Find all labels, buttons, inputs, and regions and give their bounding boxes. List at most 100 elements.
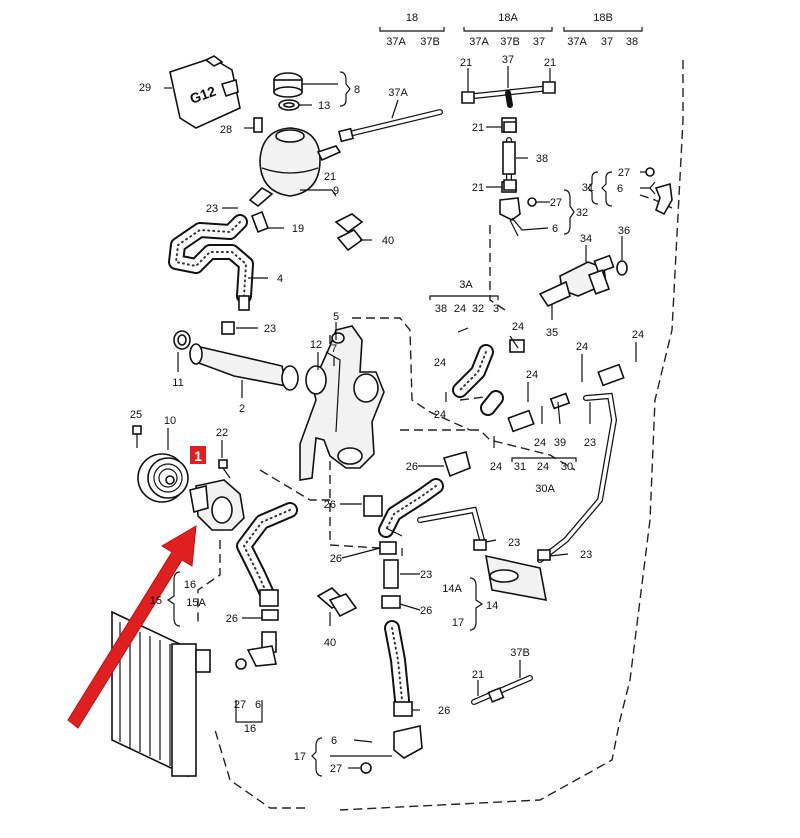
callout-numbers: 29 8 13 28 9 21 23 19 40 37A 21 37 21 21…	[130, 54, 644, 775]
callout: 37A	[388, 87, 408, 99]
callout: 25	[130, 409, 142, 421]
header-sub-label: 37B	[420, 36, 440, 48]
highlight-badge	[190, 446, 206, 464]
callout: 28	[220, 124, 232, 136]
callout: 24	[490, 461, 502, 473]
header-sub-label: 37A	[469, 36, 489, 48]
radiator	[111, 610, 211, 778]
header-group-18: 18 37A 37B	[379, 12, 445, 48]
callout: 6	[255, 699, 261, 711]
callout: 24	[534, 437, 546, 449]
callout: 27	[234, 699, 246, 711]
callout: 2	[239, 403, 245, 415]
group-3A: 3A 38 24 32 3	[435, 279, 499, 315]
callout: 13	[318, 100, 330, 112]
callout: 10	[164, 415, 176, 427]
callout: 17	[294, 751, 306, 763]
heat-exchanger	[473, 539, 551, 601]
callout: 5	[333, 311, 339, 323]
callout: 35	[546, 327, 558, 339]
highlight-arrow	[67, 525, 197, 729]
header-group-18A: 18A 37A 37B 37	[463, 12, 553, 48]
group-sub-label: 30	[561, 461, 573, 473]
callout: 38	[536, 153, 548, 165]
callout: 6	[331, 735, 337, 747]
hose-4	[168, 214, 254, 311]
callout: 14A	[442, 583, 462, 595]
group-sub-label: 38	[435, 303, 447, 315]
callout: 26	[420, 605, 432, 617]
header-group-18B: 18B 37A 37 38	[563, 12, 643, 48]
hose-17	[384, 620, 413, 717]
callout: 27	[330, 763, 342, 775]
callout: 15	[150, 595, 162, 607]
callout: 19	[292, 223, 304, 235]
callout: 14	[486, 600, 498, 612]
callout: 27	[550, 197, 562, 209]
callout: 24	[512, 321, 524, 333]
callout: 23	[420, 569, 432, 581]
group-label: 3A	[459, 279, 473, 291]
callout: 39	[554, 437, 566, 449]
header-sub-label: 37	[601, 36, 613, 48]
callout: 16	[184, 579, 196, 591]
callout: 11	[172, 377, 183, 389]
reservoir-cap	[273, 72, 303, 111]
group-sub-label: 24	[537, 461, 549, 473]
header-sub-label: 37A	[386, 36, 406, 48]
hose-37B	[471, 675, 533, 705]
callout: 26	[330, 553, 342, 565]
header-sub-label: 37A	[567, 36, 587, 48]
callout: 22	[216, 427, 228, 439]
group-sub-label: 3	[493, 303, 499, 315]
callout: 21	[472, 669, 484, 681]
clip-40-upper	[334, 213, 364, 252]
expansion-tank	[248, 117, 342, 208]
hose-37A	[337, 109, 443, 143]
callout: 21	[472, 182, 484, 194]
bolt-25	[132, 425, 142, 448]
coolant-pipe-2	[173, 321, 299, 391]
callout: 7	[331, 343, 337, 355]
red-arrow-icon	[67, 525, 197, 729]
callout: 26	[406, 461, 418, 473]
header-sub-label: 37	[533, 36, 545, 48]
callout: 40	[382, 235, 394, 247]
callout: 34	[580, 233, 592, 245]
callout: 40	[324, 637, 336, 649]
header-groups: 18 37A 37B 18A 37A 37B 37 18B 37A 37 38	[379, 12, 643, 48]
callout: 21	[472, 122, 484, 134]
group-sub-label: 31	[514, 461, 526, 473]
callout: 37	[502, 54, 514, 66]
callout: 26	[324, 499, 336, 511]
callout: 32	[576, 207, 588, 219]
header-sub-label: 38	[626, 36, 638, 48]
callout: 12	[310, 339, 322, 351]
group-label: 30A	[535, 483, 555, 495]
hose-15	[236, 502, 298, 621]
bolt-22	[218, 459, 231, 479]
callout: 16	[244, 723, 256, 735]
pulley-10	[137, 453, 189, 503]
highlight-number: 1	[194, 448, 202, 464]
coolant-flange-housing	[299, 325, 385, 481]
header-group-label: 18	[406, 12, 418, 24]
callout: 24	[434, 357, 446, 369]
callout: 24	[632, 329, 644, 341]
group-sub-label: 32	[472, 303, 484, 315]
hose-clamps-21	[461, 81, 556, 191]
callout: 15A	[186, 597, 206, 609]
callout: 23	[206, 203, 218, 215]
callout: 23	[508, 537, 520, 549]
clip-40-lower	[316, 587, 358, 618]
callout: 24	[434, 409, 446, 421]
callout: 31	[582, 182, 594, 194]
callout: 23	[264, 323, 276, 335]
callout: 36	[618, 225, 630, 237]
header-sub-label: 37B	[500, 36, 520, 48]
callout: 21	[460, 57, 472, 69]
callout: 24	[526, 369, 538, 381]
callout: 21	[324, 171, 336, 183]
steel-line	[417, 392, 618, 563]
callout: 23	[584, 437, 596, 449]
